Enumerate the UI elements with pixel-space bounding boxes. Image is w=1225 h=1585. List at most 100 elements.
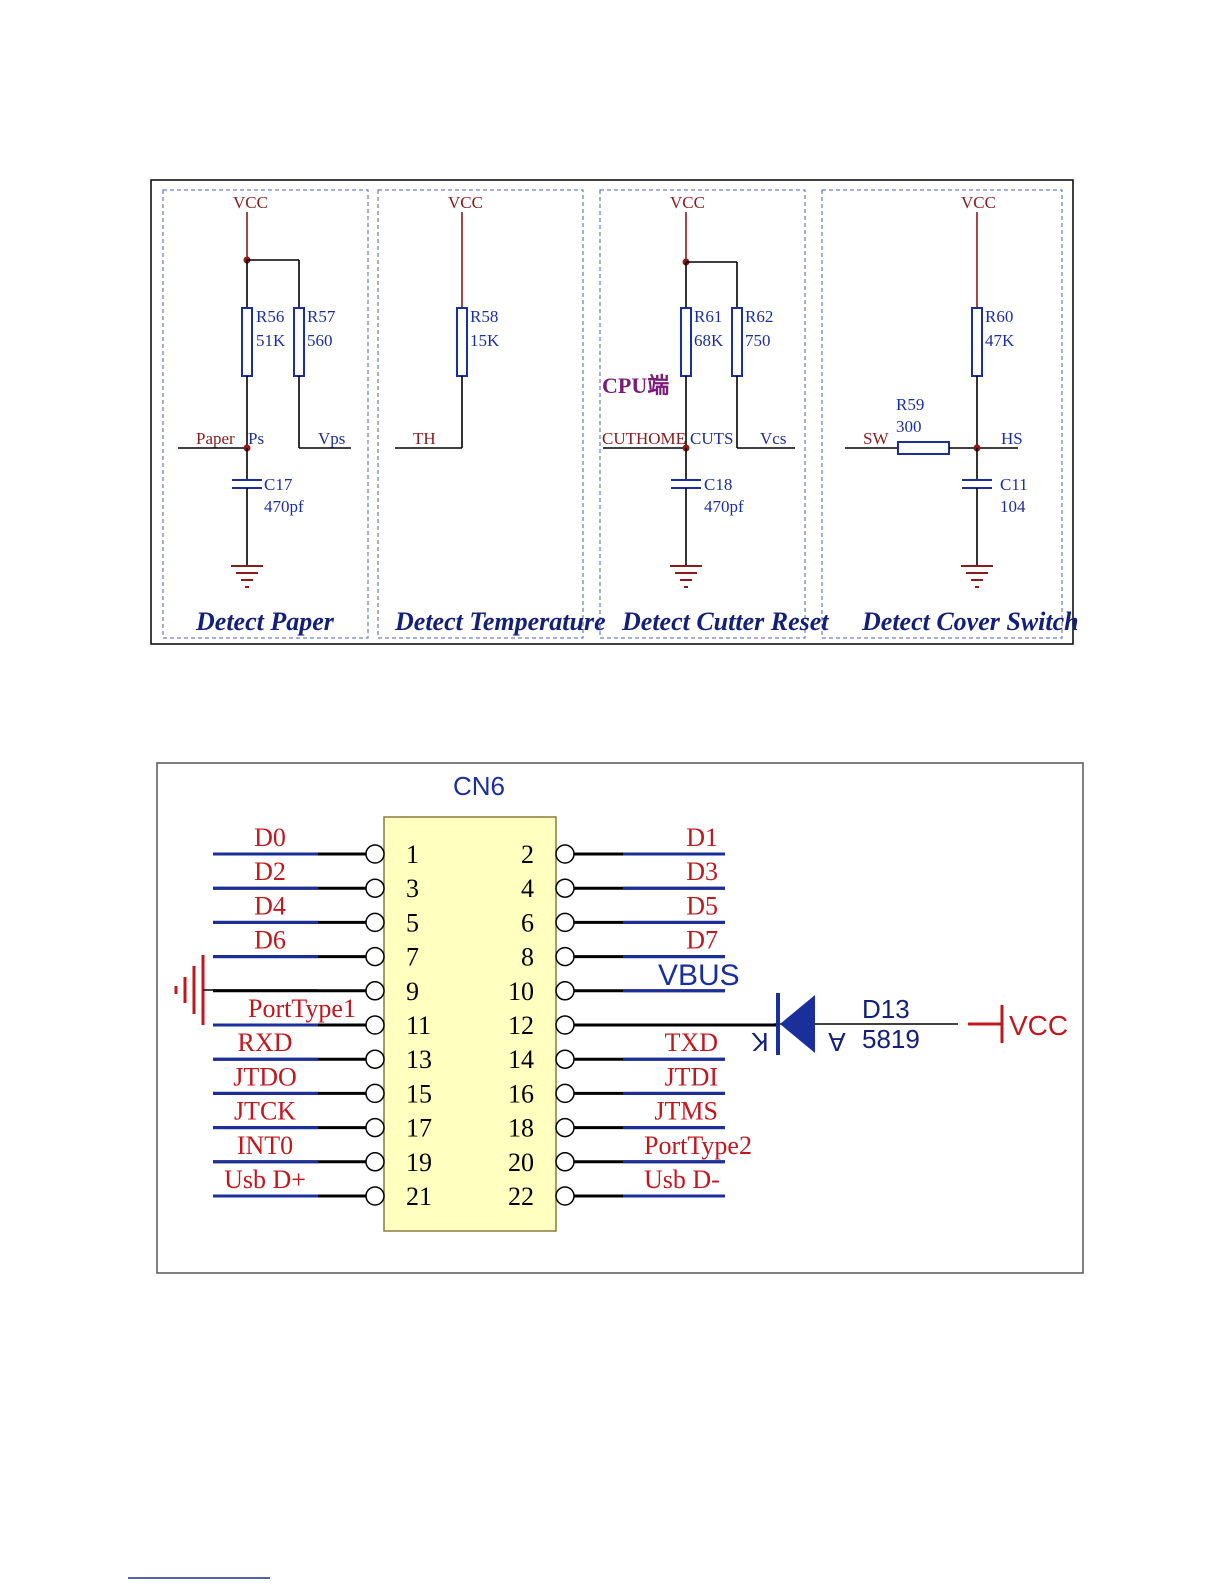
- c17-value: 470pf: [264, 497, 304, 516]
- vcc-label: VCC: [961, 193, 996, 212]
- resistor-r57: [293, 307, 305, 377]
- pin-circle: [555, 1152, 575, 1172]
- pin-label: D6: [254, 926, 286, 955]
- pin-number: 8: [521, 943, 534, 972]
- resistor-r58: [456, 307, 468, 377]
- pin-circle: [365, 1049, 385, 1069]
- panel-cutter-border: [599, 189, 806, 639]
- pin-label: D5: [686, 891, 718, 920]
- r58-value: 15K: [470, 331, 500, 350]
- panel-detect-temperature: VCC R58 15K TH Detect Temperature: [394, 193, 606, 636]
- pin-circle: [555, 844, 575, 864]
- pin-number: 2: [521, 840, 534, 869]
- net-th: TH: [413, 429, 436, 448]
- r61-value: 68K: [694, 331, 724, 350]
- panel-title: Detect Cutter Reset: [621, 607, 829, 636]
- pin-number: 9: [406, 977, 419, 1006]
- r61-ref: R61: [694, 307, 722, 326]
- ground-icon: [961, 565, 993, 588]
- pin-circle: [555, 946, 575, 967]
- pin-circle: [365, 878, 385, 898]
- pin-circle: [555, 1015, 575, 1035]
- pin-circle: [365, 1117, 385, 1138]
- pin-number: 7: [406, 943, 419, 972]
- pin-circle: [555, 912, 575, 933]
- net-sw: SW: [863, 429, 889, 448]
- r57-value: 560: [307, 331, 333, 350]
- pin-number: 3: [406, 874, 419, 903]
- pin-number: 12: [508, 1011, 534, 1040]
- r59-ref: R59: [896, 395, 924, 414]
- resistor-r62: [731, 307, 743, 377]
- r62-value: 750: [745, 331, 771, 350]
- pin-label: D3: [686, 857, 718, 886]
- pin-number: 1: [406, 840, 419, 869]
- pin-label: Usb D+: [224, 1165, 306, 1194]
- pin-circle: [365, 946, 385, 967]
- panel-detect-cutter-reset: VCC R61 68K R62 750 CPU端 CUTHOME CUTS Vc…: [602, 193, 829, 636]
- pin-label: TXD: [665, 1028, 718, 1057]
- panel-title: Detect Temperature: [394, 607, 606, 636]
- net-cuthome: CUTHOME: [602, 429, 686, 448]
- pin-number: 20: [508, 1148, 534, 1177]
- net-vcs: Vcs: [760, 429, 786, 448]
- pin-label: JTMS: [654, 1097, 718, 1126]
- pin-circle: [365, 1083, 385, 1104]
- panel-temp-border: [377, 189, 584, 639]
- resistor-r59: [897, 441, 950, 455]
- r60-value: 47K: [985, 331, 1015, 350]
- pin-label: PortType2: [644, 1131, 752, 1160]
- ground-icon: [174, 955, 205, 1025]
- connector-ref: CN6: [453, 771, 505, 801]
- diode-k-label: K: [751, 1027, 769, 1057]
- c18-value: 470pf: [704, 497, 744, 516]
- pin-circle: [555, 1049, 575, 1069]
- diode-ref: D13: [862, 994, 910, 1024]
- connector-pins: 1D03D25D47D6911PortType113RXD15JTDO17JTC…: [213, 823, 778, 1211]
- pin-number: 13: [406, 1045, 432, 1074]
- r62-ref: R62: [745, 307, 773, 326]
- pin-circle: [365, 981, 385, 1001]
- r56-value: 51K: [256, 331, 286, 350]
- pin-circle: [555, 1186, 575, 1206]
- top-frame: [150, 179, 1074, 645]
- pin-number: 10: [508, 977, 534, 1006]
- vcc-label: VCC: [670, 193, 705, 212]
- pin-label: JTDO: [233, 1062, 297, 1091]
- pin-circle: [365, 912, 385, 933]
- pin-number: 15: [406, 1079, 432, 1108]
- pin-label: INT0: [237, 1131, 293, 1160]
- c11-value: 104: [1000, 497, 1026, 516]
- pin-circle: [555, 1117, 575, 1138]
- pin-circle: [365, 1152, 385, 1172]
- pin-circle: [365, 1015, 385, 1035]
- ground-icon: [231, 565, 263, 588]
- cpu-note: CPU端: [602, 373, 669, 398]
- pin-number: 21: [406, 1182, 432, 1211]
- r56-ref: R56: [256, 307, 284, 326]
- net-cuts: CUTS: [690, 429, 733, 448]
- resistor-r56: [241, 307, 253, 377]
- pin-label: D4: [254, 891, 286, 920]
- pin-number: 22: [508, 1182, 534, 1211]
- net-vps: Vps: [318, 429, 345, 448]
- pin-number: 16: [508, 1079, 534, 1108]
- pin-number: 19: [406, 1148, 432, 1177]
- panel-cover-border: [821, 189, 1063, 639]
- ground-icon: [670, 565, 702, 588]
- connector-frame: [156, 762, 1084, 1274]
- pin-label: D0: [254, 823, 286, 852]
- net-paper: Paper: [196, 429, 235, 448]
- c11-ref: C11: [1000, 475, 1028, 494]
- pin-number: 4: [521, 874, 534, 903]
- diode-value: 5819: [862, 1024, 920, 1054]
- pin-number: 17: [406, 1114, 432, 1143]
- pin-label: D2: [254, 857, 286, 886]
- pin-label: JTCK: [234, 1097, 296, 1126]
- pin-number: 11: [406, 1011, 431, 1040]
- pin-label: JTDI: [665, 1062, 718, 1091]
- r60-ref: R60: [985, 307, 1013, 326]
- pin-label: RXD: [238, 1028, 293, 1057]
- vcc-label: VCC: [233, 193, 268, 212]
